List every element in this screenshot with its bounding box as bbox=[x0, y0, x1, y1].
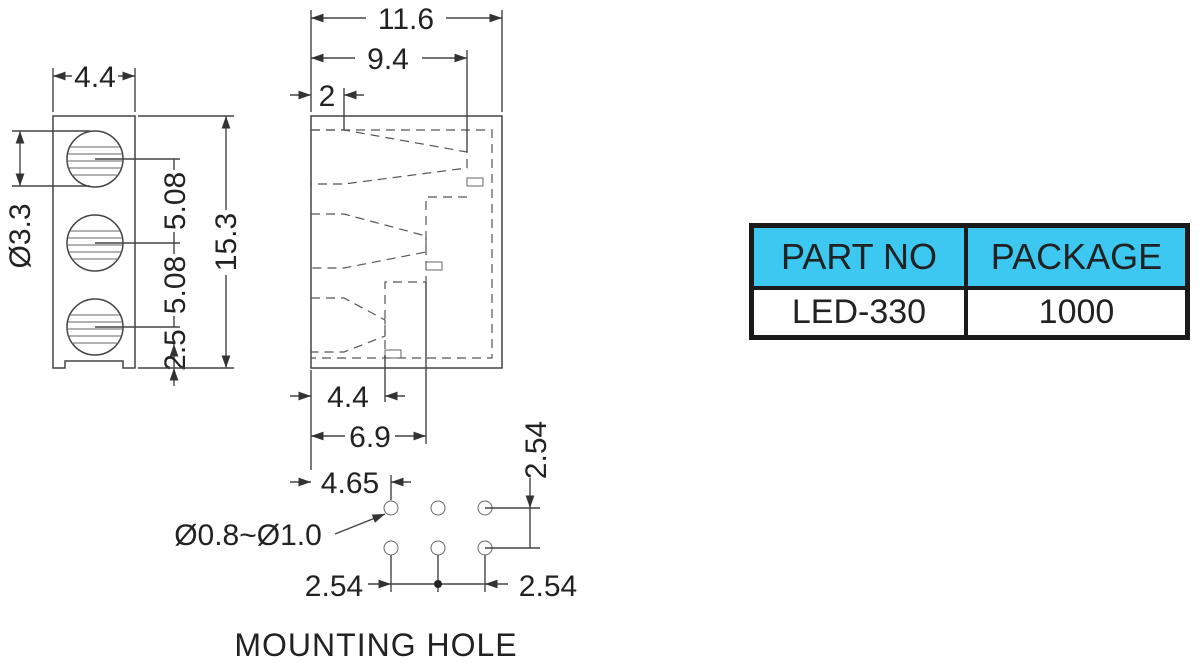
dim-hole-offset: 4.65 bbox=[321, 467, 379, 500]
center-point bbox=[434, 580, 442, 588]
cell-part-no: LED-330 bbox=[749, 286, 968, 340]
dim-bottom-offset: 2.5 bbox=[159, 329, 192, 371]
mounting-hole bbox=[430, 540, 446, 556]
part-table: PART NO PACKAGE LED-330 1000 bbox=[749, 223, 1190, 340]
front-view: 4.4 Ø3.3 5.08 5.08 2.5 15.3 bbox=[4, 61, 243, 386]
header-package: PACKAGE bbox=[964, 223, 1190, 290]
mounting-hole bbox=[383, 500, 399, 516]
dim-depth-b: 6.9 bbox=[349, 421, 391, 454]
dim-front-width: 4.4 bbox=[74, 61, 116, 94]
cell-package: 1000 bbox=[964, 286, 1190, 340]
part-table-row: LED-330 1000 bbox=[749, 286, 1190, 340]
dim-hole-diameter: Ø0.8~Ø1.0 bbox=[174, 519, 322, 552]
mounting-hole-pattern: 4.65 Ø0.8~Ø1.0 2.54 2.54 2.54 MOUNTING H… bbox=[174, 421, 577, 663]
mounting-hole bbox=[430, 500, 446, 516]
dim-pitch-upper: 5.08 bbox=[159, 172, 192, 230]
dim-pin-offset: 2 bbox=[319, 80, 336, 113]
mounting-hole bbox=[383, 540, 399, 556]
dim-hole-pitch-vertical: 2.54 bbox=[520, 421, 553, 479]
mounting-hole-label: MOUNTING HOLE bbox=[234, 627, 517, 663]
dim-inner-length: 9.4 bbox=[367, 43, 409, 76]
dim-pitch-lower: 5.08 bbox=[159, 256, 192, 314]
header-part-no: PART NO bbox=[749, 223, 968, 290]
dim-depth-a: 4.4 bbox=[327, 381, 369, 414]
dim-hole-pitch-right: 2.54 bbox=[519, 570, 577, 603]
dim-overall-height: 15.3 bbox=[210, 213, 243, 271]
part-table-header-row: PART NO PACKAGE bbox=[749, 223, 1190, 290]
dim-led-diameter: Ø3.3 bbox=[4, 203, 37, 268]
side-view: 11.6 9.4 2 4.4 6.9 bbox=[290, 3, 503, 470]
led-lens-top bbox=[66, 130, 124, 188]
dim-hole-pitch-left: 2.54 bbox=[305, 570, 363, 603]
dim-overall-length: 11.6 bbox=[378, 3, 434, 36]
